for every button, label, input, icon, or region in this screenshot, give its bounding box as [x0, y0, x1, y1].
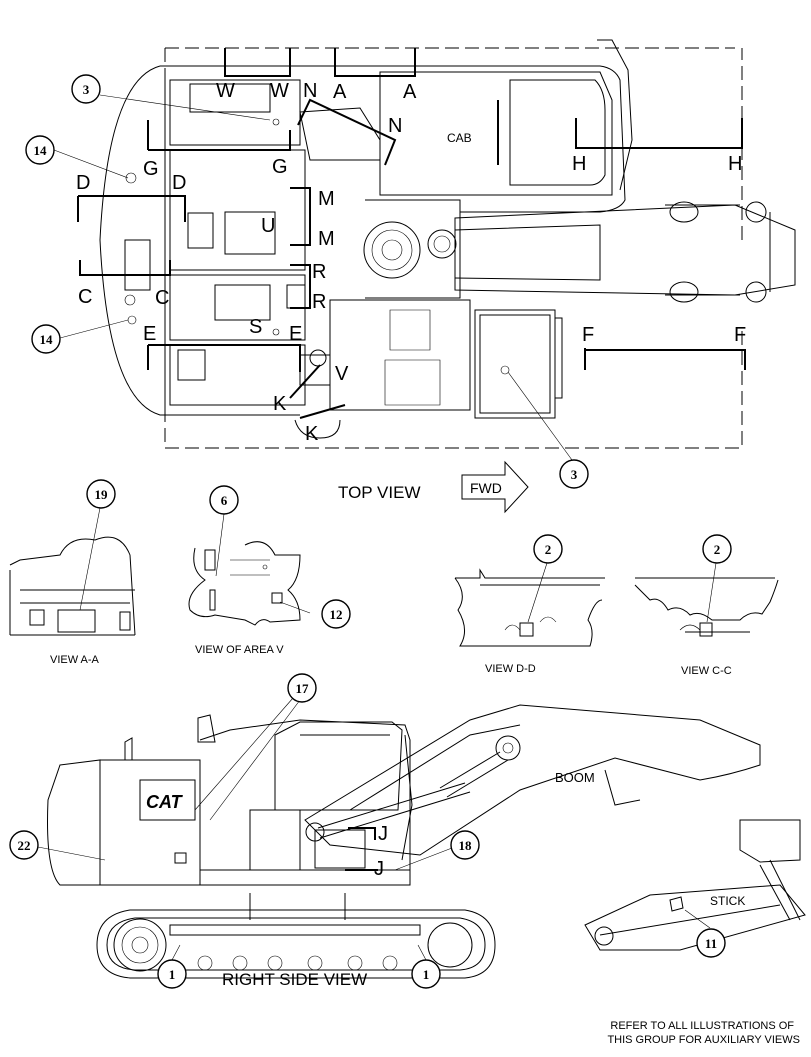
- view-area-v-drawing: [188, 541, 301, 626]
- view-aa-drawing: [9, 536, 136, 636]
- svg-text:18: 18: [459, 838, 473, 853]
- stick-label: STICK: [710, 894, 745, 908]
- cab-label: CAB: [447, 131, 472, 145]
- section-letter: E: [289, 323, 302, 345]
- svg-text:22: 22: [18, 838, 31, 853]
- section-letter: N: [303, 80, 317, 102]
- callout-1: 1: [157, 959, 187, 989]
- callout-18: 18: [450, 830, 480, 860]
- right-side-view-drawing: CAT: [47, 704, 806, 979]
- section-letter: E: [143, 323, 156, 345]
- svg-text:1: 1: [423, 967, 430, 982]
- svg-text:1: 1: [169, 967, 176, 982]
- section-letter: A: [403, 81, 417, 103]
- section-letter: D: [76, 172, 90, 194]
- section-arrow-icon: [77, 48, 746, 419]
- callout-6: 6: [209, 485, 239, 515]
- section-letter: R: [312, 261, 326, 283]
- auxiliary-note-line-1: REFER TO ALL ILLUSTRATIONS OF: [610, 1020, 794, 1032]
- svg-text:14: 14: [34, 143, 48, 158]
- svg-text:6: 6: [221, 493, 228, 508]
- section-letter: U: [261, 215, 275, 237]
- section-letter: M: [318, 188, 335, 210]
- section-letter: G: [272, 156, 288, 178]
- section-letter: C: [155, 287, 169, 309]
- fwd-label: FWD: [470, 480, 502, 496]
- top-view-drawing: W W N A A N G G H H D D M M U R R C C S …: [76, 39, 796, 449]
- svg-text:19: 19: [95, 487, 109, 502]
- svg-text:14: 14: [40, 332, 54, 347]
- section-letter: W: [270, 80, 289, 102]
- section-letter: A: [333, 81, 347, 103]
- section-letter: K: [273, 393, 287, 415]
- section-letter: J: [374, 858, 384, 880]
- section-letter: F: [582, 324, 594, 346]
- auxiliary-note-line-2: THIS GROUP FOR AUXILIARY VIEWS: [607, 1034, 800, 1046]
- svg-text:17: 17: [296, 681, 310, 696]
- section-letter: N: [388, 115, 402, 137]
- callout-11: 11: [696, 928, 726, 958]
- section-letter: H: [572, 153, 586, 175]
- callout-22: 22: [9, 830, 39, 860]
- boom-label: BOOM: [555, 770, 595, 785]
- section-letter: F: [734, 324, 746, 346]
- top-view-title: TOP VIEW: [338, 483, 421, 502]
- section-letter: M: [318, 228, 335, 250]
- svg-text:2: 2: [545, 542, 552, 557]
- fwd-arrow-icon: FWD: [461, 460, 529, 514]
- callout-17: 17: [287, 673, 317, 703]
- right-side-view-title: RIGHT SIDE VIEW: [222, 970, 367, 989]
- section-letter: G: [143, 158, 159, 180]
- view-aa-caption: VIEW A-A: [50, 654, 100, 666]
- view-dd-caption: VIEW D-D: [485, 663, 536, 675]
- svg-text:3: 3: [571, 467, 578, 482]
- section-letter: K: [305, 423, 319, 445]
- section-letter: W: [216, 80, 235, 102]
- section-letter: D: [172, 172, 186, 194]
- view-dd-drawing: [454, 568, 605, 647]
- view-cc-caption: VIEW C-C: [681, 665, 732, 677]
- svg-text:2: 2: [714, 542, 721, 557]
- view-area-v-caption: VIEW OF AREA V: [195, 644, 284, 656]
- cat-logo: CAT: [146, 792, 184, 812]
- section-letter: R: [312, 291, 326, 313]
- section-letter: H: [728, 153, 742, 175]
- svg-text:11: 11: [705, 936, 717, 951]
- callout-14: 14: [25, 135, 55, 165]
- callout-3: 3: [71, 74, 101, 104]
- callout-12: 12: [321, 599, 351, 629]
- callout-2: 2: [702, 534, 732, 564]
- callout-19: 19: [86, 479, 116, 509]
- section-letter: J: [378, 823, 388, 845]
- svg-text:3: 3: [83, 82, 90, 97]
- section-letter: V: [335, 363, 349, 385]
- section-letter: S: [249, 316, 262, 338]
- callout-2: 2: [533, 534, 563, 564]
- callout-1: 1: [411, 959, 441, 989]
- callout-3: 3: [559, 459, 589, 489]
- callout-14: 14: [31, 324, 61, 354]
- section-letter: C: [78, 286, 92, 308]
- svg-text:12: 12: [330, 607, 343, 622]
- view-cc-drawing: [634, 577, 779, 637]
